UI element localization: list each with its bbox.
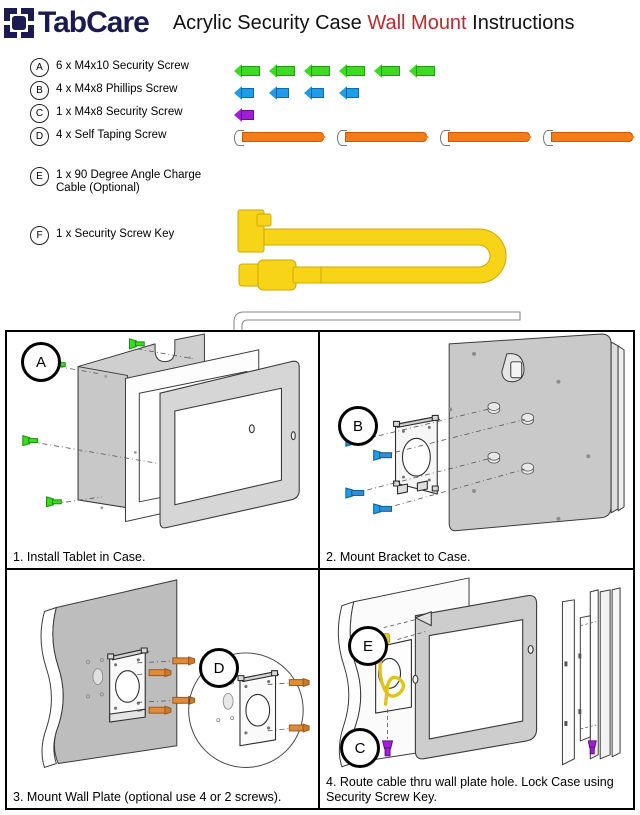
part-bubble-b: B — [30, 81, 49, 100]
step-2-caption: 2. Mount Bracket to Case. — [326, 550, 471, 564]
step-panel-4: E C — [320, 570, 633, 808]
title-part-1: Acrylic Security Case — [172, 11, 368, 34]
step-2-illustration — [345, 333, 625, 532]
parts-illustrations — [234, 56, 635, 326]
part-label-f: 1 x Security Screw Key — [56, 228, 175, 240]
security-screw-icon — [304, 64, 330, 78]
self-taping-screw-icon — [440, 130, 535, 146]
screw-group-d — [234, 130, 638, 146]
step-bubble-a: A — [21, 342, 61, 382]
self-taping-screw-icon — [234, 130, 329, 146]
charge-cable-icon — [237, 209, 507, 291]
parts-list: A 6 x M4x10 Security Screw B 4 x M4x8 Ph… — [0, 48, 640, 371]
brand-logo: TabCare — [4, 6, 150, 39]
part-bubble-f: F — [30, 226, 49, 245]
title-highlight: Wall Mount — [367, 11, 467, 34]
part-bubble-e: E — [30, 167, 49, 186]
page-header: TabCare Acrylic Security Case Wall Mount… — [0, 0, 640, 46]
step-3-caption: 3. Mount Wall Plate (optional use 4 or 2… — [13, 790, 282, 804]
phillips-screw-icon — [269, 86, 289, 100]
security-screw-icon — [339, 64, 365, 78]
phillips-screw-icon — [339, 86, 359, 100]
part-row-c: C 1 x M4x8 Security Screw — [30, 104, 240, 123]
part-label-d: 4 x Self Taping Screw — [56, 129, 167, 141]
phillips-screw-icon — [304, 86, 324, 100]
title-part-2: Instructions — [466, 11, 575, 34]
step-1-illustration — [22, 333, 300, 529]
part-row-e: E 1 x 90 Degree Angle Charge Cable (Opti… — [30, 167, 240, 199]
step-bubble-e: E — [348, 626, 388, 666]
part-row-a: A 6 x M4x10 Security Screw — [30, 58, 240, 77]
screw-group-c — [234, 108, 263, 122]
part-row-b: B 4 x M4x8 Phillips Screw — [30, 81, 240, 100]
step-1-caption: 1. Install Tablet in Case. — [13, 550, 146, 564]
parts-labels: A 6 x M4x10 Security Screw B 4 x M4x8 Ph… — [30, 58, 240, 249]
step-bubble-b: B — [338, 406, 378, 446]
self-taping-screw-icon — [337, 130, 432, 146]
step-panel-3: D — [7, 570, 320, 808]
bracket-square-icon — [4, 8, 34, 38]
step-panel-1: A — [7, 332, 320, 570]
part-row-f: F 1 x Security Screw Key — [30, 226, 240, 245]
step-bubble-d: D — [199, 648, 239, 688]
step-bubble-c: C — [340, 728, 380, 768]
steps-grid: A — [5, 330, 635, 810]
self-taping-screw-icon — [543, 130, 638, 146]
step-panel-2: B — [320, 332, 633, 570]
part-label-c: 1 x M4x8 Security Screw — [56, 106, 183, 118]
phillips-screw-icon — [234, 86, 254, 100]
part-bubble-d: D — [30, 127, 49, 146]
allen-key-icon — [233, 311, 521, 371]
security-screw-icon — [409, 64, 435, 78]
security-screw-icon — [234, 64, 260, 78]
security-screw-icon — [234, 108, 254, 122]
part-label-e: 1 x 90 Degree Angle Charge Cable (Option… — [56, 169, 202, 194]
page-title: Acrylic Security Case Wall Mount Instruc… — [173, 12, 575, 35]
part-label-a: 6 x M4x10 Security Screw — [56, 60, 189, 72]
brand-name: TabCare — [38, 6, 150, 39]
part-bubble-a: A — [30, 58, 49, 77]
part-row-d: D 4 x Self Taping Screw — [30, 127, 240, 146]
part-bubble-c: C — [30, 104, 49, 123]
security-screw-icon — [374, 64, 400, 78]
step-4-illustration — [337, 577, 621, 768]
screw-group-a — [234, 64, 444, 78]
part-label-b: 4 x M4x8 Phillips Screw — [56, 83, 178, 95]
security-screw-icon — [269, 64, 295, 78]
step-3-illustration — [40, 579, 310, 768]
screw-group-b — [234, 86, 374, 100]
step-4-caption: 4. Route cable thru wall plate hole. Loc… — [326, 775, 614, 804]
